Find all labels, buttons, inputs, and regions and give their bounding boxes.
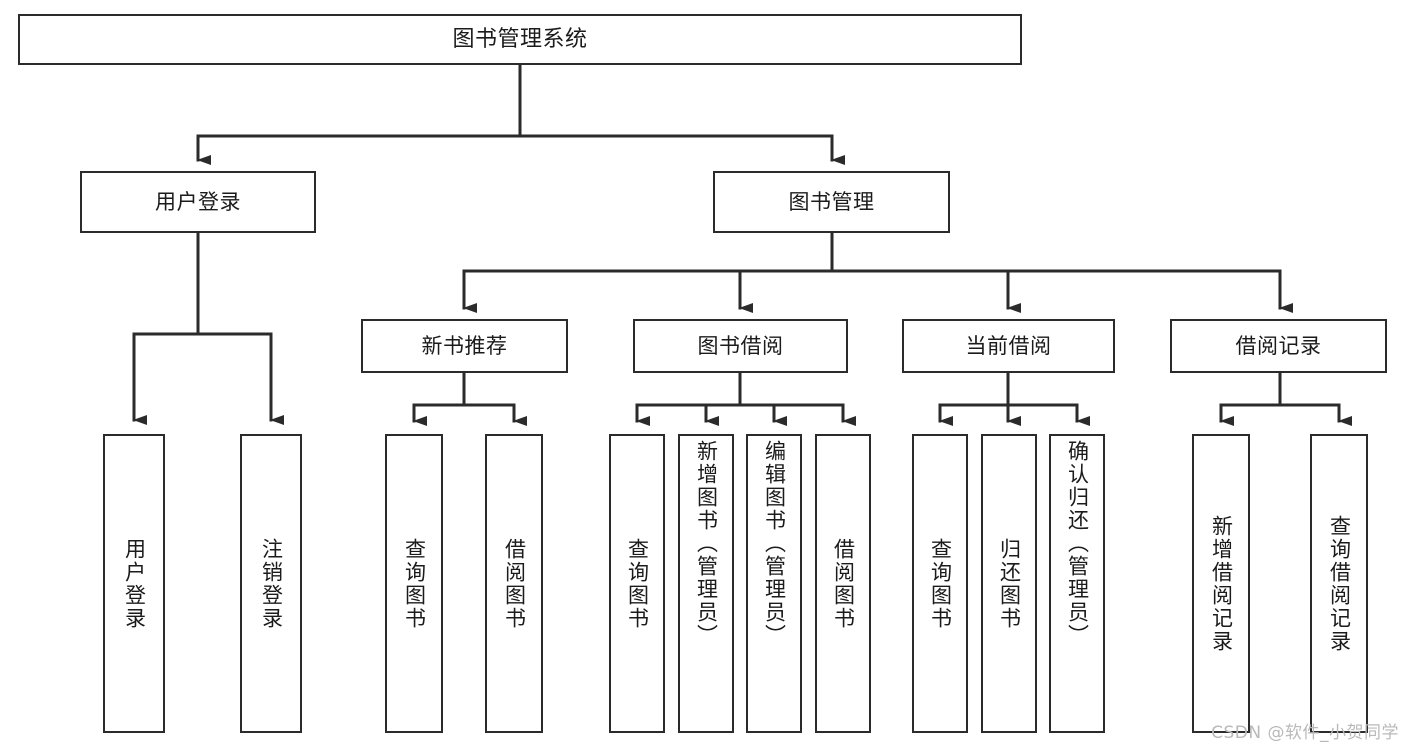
node-label: 借阅图书 xyxy=(502,537,527,630)
leaf-query-book-current[interactable]: 查询图书 xyxy=(912,434,968,733)
node-label: 新书推荐 xyxy=(421,333,508,358)
node-label: 用户登录 xyxy=(155,189,241,214)
leaf-add-borrow-record[interactable]: 新增借阅记录 xyxy=(1192,434,1250,733)
node-label: 编辑图书（管理员） xyxy=(762,440,787,647)
node-label: 用户登录 xyxy=(122,537,147,630)
node-label: 借阅图书 xyxy=(831,537,856,630)
node-book-management[interactable]: 图书管理 xyxy=(713,171,950,233)
node-borrow-record[interactable]: 借阅记录 xyxy=(1170,319,1387,373)
node-label: 当前借阅 xyxy=(965,333,1052,358)
node-label: 归还图书 xyxy=(997,537,1022,630)
watermark: CSDN @软件_小贺同学 xyxy=(1211,723,1399,743)
leaf-logout-login[interactable]: 注销登录 xyxy=(240,434,302,733)
leaf-query-book-newbook[interactable]: 查询图书 xyxy=(385,434,443,733)
node-label: 查询图书 xyxy=(928,537,953,630)
leaf-return-book[interactable]: 归还图书 xyxy=(981,434,1037,733)
node-label: 图书管理系统 xyxy=(452,26,588,52)
leaf-confirm-return-admin[interactable]: 确认归还（管理员） xyxy=(1049,434,1105,733)
node-label: 查询借阅记录 xyxy=(1327,514,1352,653)
node-new-book-recommend[interactable]: 新书推荐 xyxy=(361,319,568,373)
leaf-user-login[interactable]: 用户登录 xyxy=(103,434,165,733)
node-root-library-management-system[interactable]: 图书管理系统 xyxy=(18,14,1022,65)
node-current-borrow[interactable]: 当前借阅 xyxy=(902,319,1115,373)
node-label: 查询图书 xyxy=(402,537,427,630)
node-label: 新增图书（管理员） xyxy=(694,440,719,647)
node-label: 图书管理 xyxy=(788,189,875,214)
leaf-add-book-admin[interactable]: 新增图书（管理员） xyxy=(678,434,734,733)
node-book-borrow[interactable]: 图书借阅 xyxy=(633,319,848,373)
node-label: 确认归还（管理员） xyxy=(1065,440,1090,647)
leaf-borrow-book-newbook[interactable]: 借阅图书 xyxy=(485,434,543,733)
leaf-query-book-borrow[interactable]: 查询图书 xyxy=(609,434,665,733)
node-label: 注销登录 xyxy=(259,537,284,630)
node-label: 图书借阅 xyxy=(697,333,784,358)
leaf-edit-book-admin[interactable]: 编辑图书（管理员） xyxy=(746,434,802,733)
node-label: 借阅记录 xyxy=(1235,333,1322,358)
node-label: 新增借阅记录 xyxy=(1209,514,1234,653)
leaf-query-borrow-record[interactable]: 查询借阅记录 xyxy=(1310,434,1368,733)
leaf-borrow-book[interactable]: 借阅图书 xyxy=(815,434,871,733)
node-label: 查询图书 xyxy=(625,537,650,630)
node-user-login[interactable]: 用户登录 xyxy=(80,171,316,233)
